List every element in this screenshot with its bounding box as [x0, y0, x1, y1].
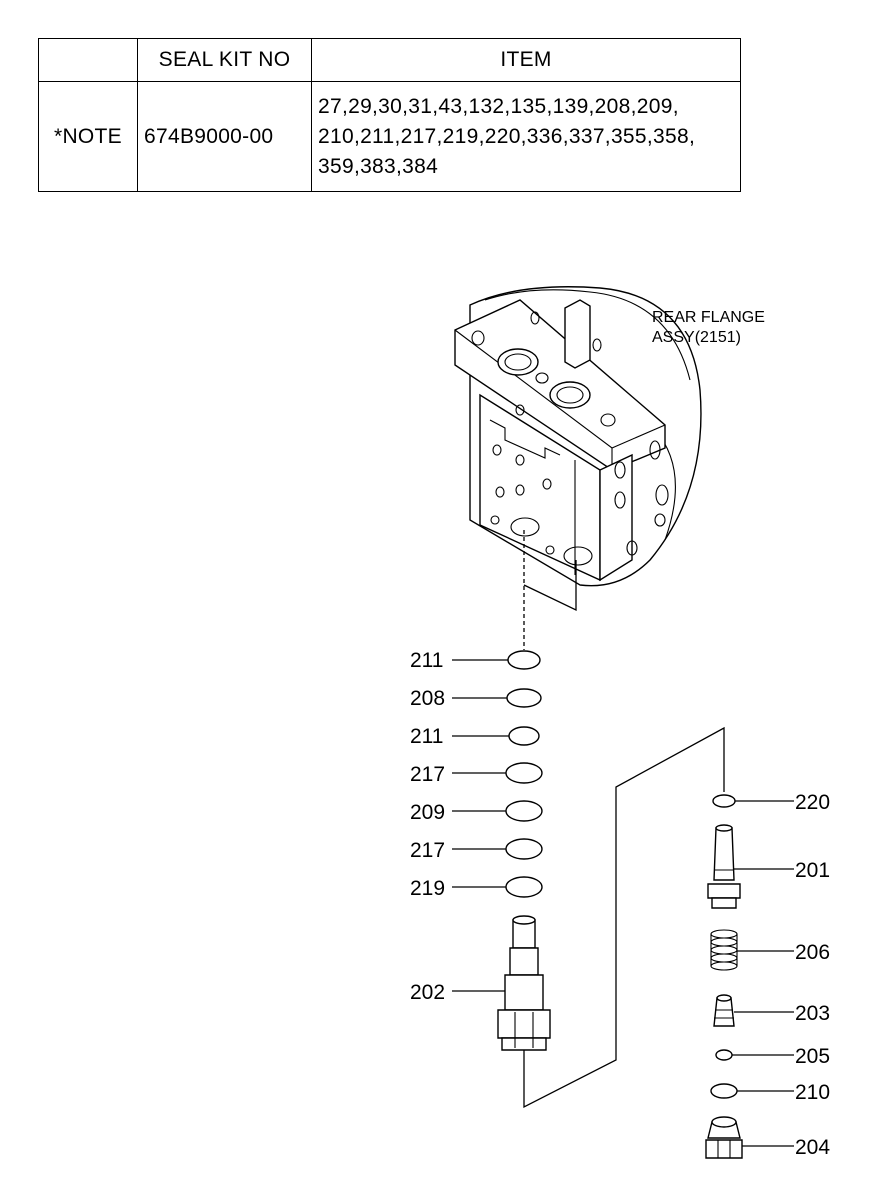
part-label-205: 205: [795, 1045, 830, 1068]
part-label-219: 219: [410, 877, 445, 900]
part-label-206: 206: [795, 941, 830, 964]
o-ring-209: [505, 800, 543, 822]
part-label-211-top: 211: [410, 649, 443, 672]
o-ring-219: [505, 876, 543, 898]
part-label-210: 210: [795, 1081, 830, 1104]
part-label-211: 211: [410, 725, 443, 748]
part-label-217-upper: 217: [410, 763, 445, 786]
right-parts: [705, 794, 743, 1159]
table-row: *NOTE 674B9000-00 27,29,30,31,43,132,135…: [38, 81, 741, 192]
items-line-1: 27,29,30,31,43,132,135,139,208,209,: [318, 94, 679, 118]
part-label-203: 203: [795, 1002, 830, 1025]
spool-201: [707, 824, 741, 909]
left-parts: [497, 650, 551, 1051]
part-label-209: 209: [410, 801, 445, 824]
part-label-208: 208: [410, 687, 445, 710]
assembly-guide-line: [523, 726, 725, 1109]
o-ring-208: [506, 688, 542, 708]
note-cell: *NOTE: [38, 81, 138, 192]
items-line-2: 210,211,217,219,220,336,337,355,358,: [318, 124, 696, 148]
o-ring-211-top: [507, 650, 541, 670]
part-label-202: 202: [410, 981, 445, 1004]
o-ring-217-upper: [505, 762, 543, 784]
o-ring-220: [712, 794, 736, 808]
o-ring-217-lower: [505, 838, 543, 860]
valve-202: [497, 915, 551, 1051]
spring-206: [710, 929, 738, 971]
part-label-220: 220: [795, 791, 830, 814]
rear-flange-assembly: [454, 286, 702, 587]
part-label-204: 204: [795, 1136, 830, 1159]
poppet-203: [713, 994, 735, 1027]
left-leaders: [452, 659, 509, 992]
ring-205: [715, 1049, 733, 1061]
part-label-217-lower: 217: [410, 839, 445, 862]
items-cell: 27,29,30,31,43,132,135,139,208,209, 210,…: [311, 81, 741, 192]
part-label-201: 201: [795, 859, 830, 882]
plug-204: [705, 1116, 743, 1159]
o-ring-211: [508, 726, 540, 746]
seal-kit-table: SEAL KIT NO ITEM *NOTE 674B9000-00 27,29…: [38, 38, 741, 192]
right-leaders: [732, 800, 794, 1147]
center-line-bracket: [523, 560, 577, 612]
items-line-3: 359,383,384: [318, 154, 439, 178]
o-ring-210: [710, 1083, 738, 1099]
assembly-label-line-2: ASSY(2151): [652, 329, 741, 346]
assembly-label-line-1: REAR FLANGE: [652, 309, 765, 326]
